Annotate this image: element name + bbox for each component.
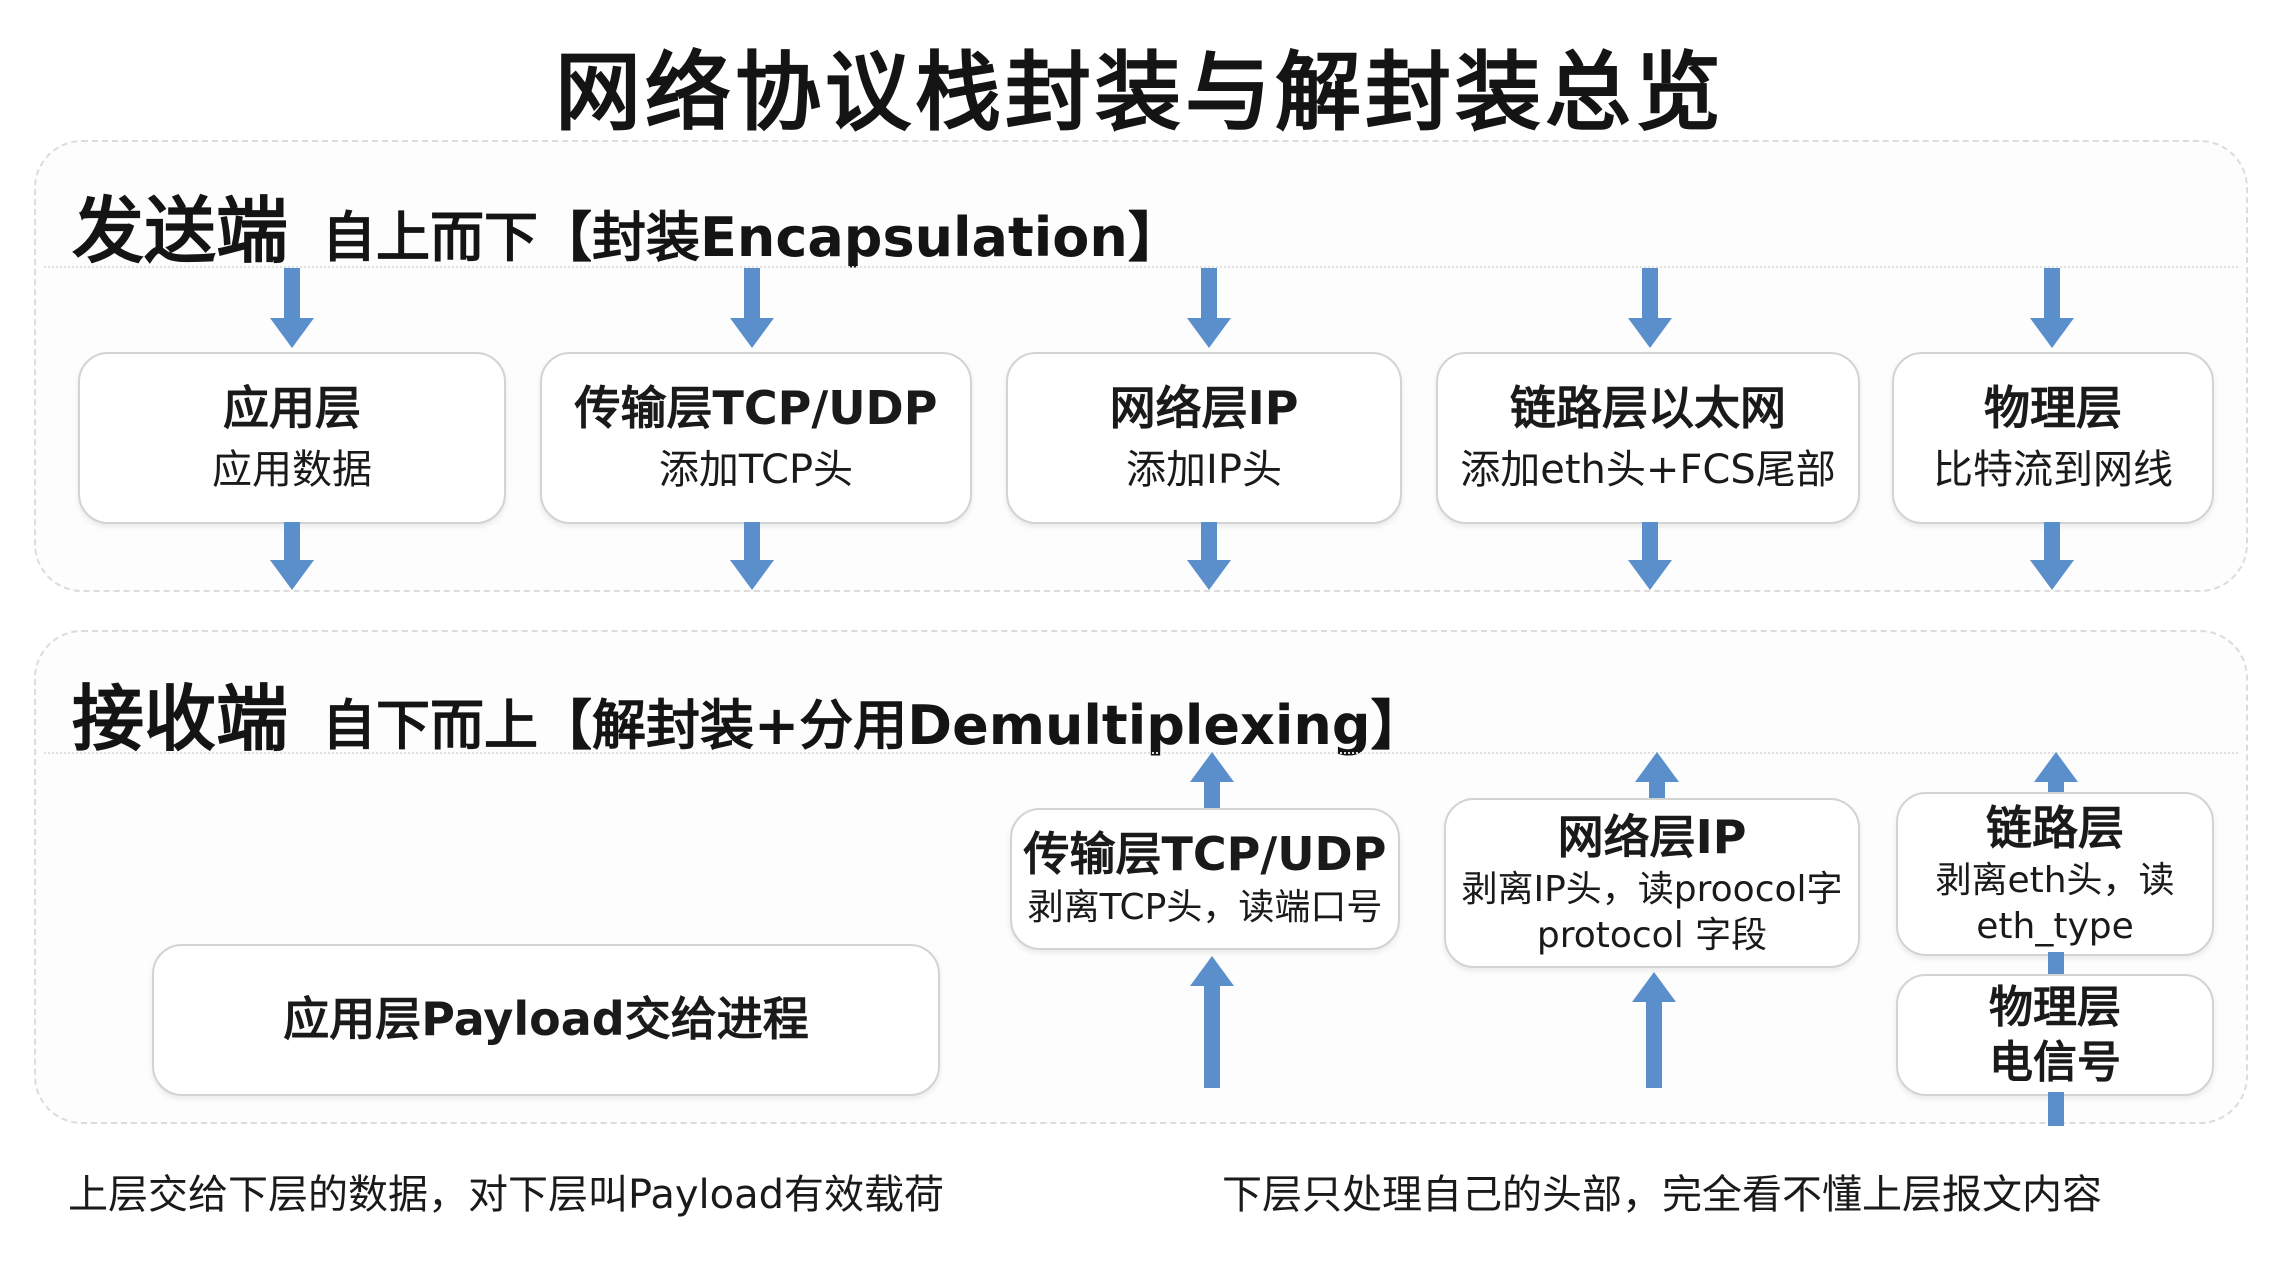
link-physical-connector xyxy=(2048,952,2064,974)
layer-subtitle: 剥离eth头，读 xyxy=(1935,859,2175,901)
sender-direction-label: 自上而下【封装Encapsulation】 xyxy=(322,206,1182,269)
sender-heading: 发送端 自上而下【封装Encapsulation】 xyxy=(72,172,1182,277)
sender-layer-physical: 物理层 比特流到网线 xyxy=(1892,352,2214,524)
sender-role-label: 发送端 xyxy=(72,189,289,273)
layer-title: 网络层IP xyxy=(1557,810,1747,865)
receiver-layer-physical: 物理层 电信号 xyxy=(1896,974,2214,1096)
receiver-heading: 接收端 自下而上【解封装+分用Demultiplexing】 xyxy=(72,660,1424,765)
footer-note-left: 上层交给下层的数据，对下层叫Payload有效载荷 xyxy=(68,1172,944,1218)
receiver-layer-application: 应用层Payload交给进程 xyxy=(152,944,940,1096)
layer-title: 物理层 xyxy=(1989,982,2121,1033)
layer-title: 网络层IP xyxy=(1109,381,1299,436)
layer-title: 应用层Payload交给进程 xyxy=(283,992,809,1047)
layer-subtitle: 剥离IP头，读proocol字 xyxy=(1461,868,1843,910)
receiver-divider xyxy=(44,752,2238,754)
layer-subtitle: 剥离TCP头，读端口号 xyxy=(1027,887,1383,929)
layer-title: 传输层TCP/UDP xyxy=(1023,826,1387,881)
layer-title: 应用层 xyxy=(223,381,361,436)
receiver-layer-network: 网络层IP 剥离IP头，读proocol字 protocol 字段 xyxy=(1444,798,1860,968)
sender-layer-network: 网络层IP 添加IP头 xyxy=(1006,352,1402,524)
sender-layer-transport: 传输层TCP/UDP 添加TCP头 xyxy=(540,352,972,524)
sender-divider xyxy=(44,266,2238,268)
receiver-layer-transport: 传输层TCP/UDP 剥离TCP头，读端口号 xyxy=(1010,808,1400,950)
layer-title: 链路层以太网 xyxy=(1510,381,1786,436)
layer-subtitle: 添加IP头 xyxy=(1126,446,1282,493)
physical-bottom-connector xyxy=(2048,1092,2064,1126)
layer-title: 链路层 xyxy=(1986,801,2124,856)
layer-subtitle: 比特流到网线 xyxy=(1933,446,2173,493)
sender-layer-application: 应用层 应用数据 xyxy=(78,352,506,524)
layer-subtitle-2: protocol 字段 xyxy=(1536,914,1768,956)
sender-layer-link: 链路层以太网 添加eth头+FCS尾部 xyxy=(1436,352,1860,524)
layer-subtitle: 添加TCP头 xyxy=(658,446,854,493)
layer-title: 传输层TCP/UDP xyxy=(574,381,938,436)
page-title: 网络协议栈封装与解封装总览 xyxy=(555,43,1725,143)
receiver-role-label: 接收端 xyxy=(72,677,289,761)
receiver-direction-label: 自下而上【解封装+分用Demultiplexing】 xyxy=(322,694,1425,757)
layer-subtitle: 应用数据 xyxy=(212,446,372,493)
receiver-layer-link: 链路层 剥离eth头，读 eth_type xyxy=(1896,792,2214,956)
layer-title: 物理层 xyxy=(1984,381,2122,436)
layer-subtitle: 添加eth头+FCS尾部 xyxy=(1460,446,1836,493)
layer-subtitle-2: eth_type xyxy=(1976,905,2134,947)
footer-note-right: 下层只处理自己的头部，完全看不懂上层报文内容 xyxy=(1222,1172,2102,1218)
layer-subtitle: 电信号 xyxy=(1989,1037,2121,1088)
